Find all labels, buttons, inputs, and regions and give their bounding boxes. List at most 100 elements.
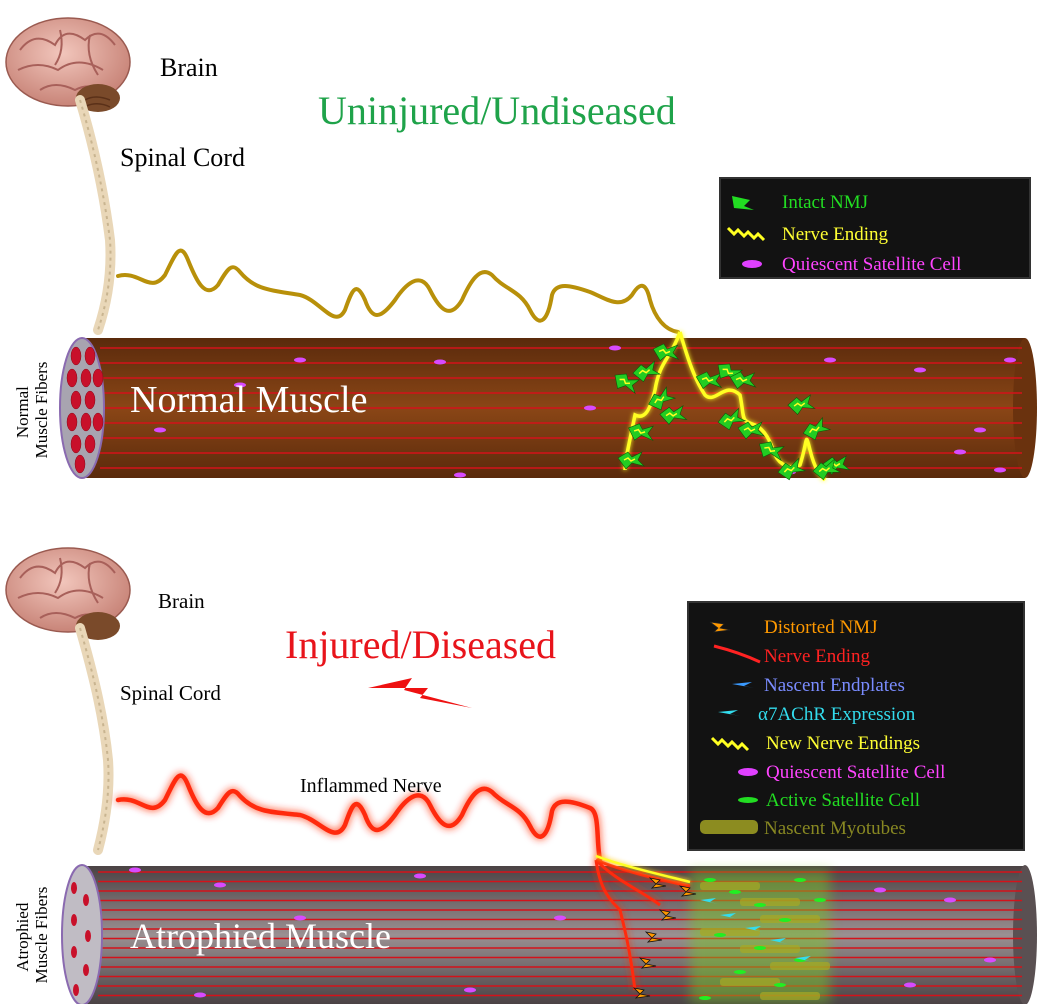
fiber-cross-section: [93, 413, 103, 431]
active-satellite-cell: [729, 890, 741, 894]
fiber-cross-section: [85, 391, 95, 409]
bottom-legend-item-0: Distorted NMJ: [764, 617, 877, 638]
brain-icon: [6, 548, 130, 640]
top-brain-label: Brain: [160, 53, 218, 82]
nascent-myotube: [760, 992, 820, 1000]
quiescent-satellite-cell: [944, 898, 956, 903]
nascent-myotube: [770, 962, 830, 970]
top-side-label-1: Normal: [13, 386, 32, 438]
fiber-cross-section: [67, 369, 77, 387]
quiescent-satellite-cell: [129, 868, 141, 873]
nascent-myotube: [720, 978, 780, 986]
fiber-cross-section: [67, 413, 77, 431]
fiber-cross-section: [71, 946, 77, 958]
quiescent-satellite-cell: [434, 360, 446, 365]
fiber-cross-section: [85, 347, 95, 365]
bottom-brain-label: Brain: [158, 589, 205, 613]
inflamed-nerve-label: Inflammed Nerve: [300, 775, 442, 797]
fiber-cross-section: [85, 435, 95, 453]
myotube-icon: [700, 820, 758, 834]
fiber-cross-section: [83, 894, 89, 906]
quiescent-satellite-cell: [874, 888, 886, 893]
fiber-cross-section: [75, 455, 85, 473]
quiescent-satellite-cell: [194, 993, 206, 998]
quiescent-satellite-cell: [154, 428, 166, 433]
bottom-legend-item-4: New Nerve Endings: [766, 733, 920, 754]
active-satellite-cell: [714, 933, 726, 937]
quiescent-satellite-cell: [584, 406, 596, 411]
top-panel: Normal Muscle Fibers Brain Spinal Cord U…: [6, 18, 1037, 483]
top-legend-item-1: Nerve Ending: [782, 224, 889, 245]
quiescent-satellite-cell: [824, 358, 836, 363]
fiber-cross-section: [93, 369, 103, 387]
top-spinal-label: Spinal Cord: [120, 143, 245, 172]
top-legend: Intact NMJ Nerve Ending Quiescent Satell…: [720, 178, 1030, 278]
bottom-title: Injured/Diseased: [285, 622, 556, 667]
top-muscle-label: Normal Muscle: [130, 379, 367, 421]
bottom-legend-item-1: Nerve Ending: [764, 646, 871, 667]
quiescent-satellite-cell: [214, 883, 226, 888]
fiber-cross-section: [83, 964, 89, 976]
quiescent-satellite-cell: [464, 988, 476, 993]
bottom-legend-item-2: Nascent Endplates: [764, 675, 905, 696]
fiber-cross-section: [73, 984, 79, 996]
bottom-side-label-2: Muscle Fibers: [32, 887, 51, 984]
quiescent-satellite-cell: [984, 958, 996, 963]
active-satellite-cell: [794, 878, 806, 882]
top-legend-item-0: Intact NMJ: [782, 192, 868, 213]
fiber-cross-section: [81, 369, 91, 387]
quiescent-satellite-cell: [414, 874, 426, 879]
quiescent-cell-icon: [742, 260, 762, 268]
fiber-cross-section: [71, 882, 77, 894]
active-cell-icon: [738, 797, 758, 803]
quiescent-satellite-cell: [954, 450, 966, 455]
fiber-cross-section: [81, 413, 91, 431]
active-satellite-cell: [774, 983, 786, 987]
active-satellite-cell: [754, 946, 766, 950]
quiescent-satellite-cell: [609, 346, 621, 351]
brain-icon: [6, 18, 130, 112]
quiescent-satellite-cell: [1004, 358, 1016, 363]
lightning-icon: [368, 678, 472, 708]
fiber-cross-section: [71, 347, 81, 365]
normal-nerve: [118, 251, 678, 332]
quiescent-satellite-cell: [554, 916, 566, 921]
quiescent-satellite-cell: [904, 983, 916, 988]
fiber-cross-section: [71, 435, 81, 453]
svg-text:Atrophied Muscle Fibers: Atrophied Muscle Fibers: [13, 887, 51, 984]
bottom-muscle-label: Atrophied Muscle: [130, 916, 391, 956]
spinal-cord-icon: [80, 100, 111, 330]
bottom-panel: Atrophied Muscle Fibers Brain Spinal Cor…: [6, 548, 1037, 1004]
nascent-myotube: [700, 882, 760, 890]
bottom-legend-item-6: Active Satellite Cell: [766, 790, 920, 811]
quiescent-cell-icon: [738, 768, 758, 776]
bottom-legend-item-3: α7AChR Expression: [758, 704, 916, 725]
fiber-cross-section: [85, 930, 91, 942]
quiescent-satellite-cell: [454, 473, 466, 478]
active-satellite-cell: [814, 898, 826, 902]
active-satellite-cell: [734, 970, 746, 974]
bottom-legend-item-5: Quiescent Satellite Cell: [766, 762, 945, 783]
nascent-myotube: [740, 945, 800, 953]
top-side-label-2: Muscle Fibers: [32, 362, 51, 459]
quiescent-satellite-cell: [294, 358, 306, 363]
quiescent-satellite-cell: [914, 368, 926, 373]
active-satellite-cell: [754, 903, 766, 907]
svg-text:Normal Muscle Fibers: Normal Muscle Fibers: [13, 362, 51, 459]
active-satellite-cell: [699, 996, 711, 1000]
bottom-legend: Distorted NMJ Nerve Ending Nascent Endpl…: [688, 602, 1024, 850]
quiescent-satellite-cell: [974, 428, 986, 433]
fiber-cross-section: [71, 914, 77, 926]
active-satellite-cell: [779, 918, 791, 922]
active-satellite-cell: [704, 878, 716, 882]
bottom-legend-item-7: Nascent Myotubes: [764, 818, 906, 839]
quiescent-satellite-cell: [994, 468, 1006, 473]
spinal-cord-icon: [80, 628, 109, 850]
top-legend-item-2: Quiescent Satellite Cell: [782, 254, 961, 275]
bottom-side-label-1: Atrophied: [13, 902, 32, 971]
bottom-spinal-label: Spinal Cord: [120, 681, 221, 705]
top-title: Uninjured/Undiseased: [318, 88, 676, 133]
nascent-myotube: [740, 898, 800, 906]
fiber-cross-section: [71, 391, 81, 409]
